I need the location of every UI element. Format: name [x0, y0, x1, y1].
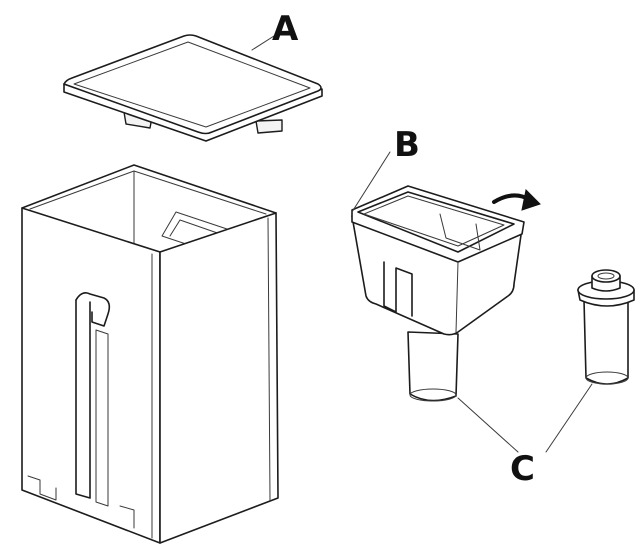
funnel-rim-top — [357, 191, 515, 253]
reservoir-slot-channel — [95, 329, 109, 507]
leader-line-b — [351, 151, 391, 213]
cartridge-body — [583, 299, 629, 385]
lid-top — [63, 34, 322, 135]
reservoir-foot-left — [27, 475, 57, 501]
reservoir-left-face — [21, 207, 161, 544]
reservoir-part — [21, 164, 279, 544]
funnel-part — [351, 185, 541, 402]
callout-label-c: C — [510, 449, 535, 489]
lid-inset — [73, 41, 311, 128]
funnel-inner-notch — [439, 213, 481, 251]
reservoir-back-rim-inner — [29, 170, 267, 215]
leader-line-c-right — [545, 383, 593, 453]
reservoir-rib-2 — [267, 217, 271, 501]
funnel-front-slot — [383, 261, 413, 317]
callout-label-a: A — [272, 9, 299, 49]
lid-part — [63, 34, 323, 142]
cartridge-neck-top — [591, 269, 621, 283]
funnel-spout — [407, 331, 459, 402]
reservoir-right-face — [159, 212, 279, 544]
reservoir-slot-inner — [169, 219, 227, 237]
reservoir-back-rim — [21, 164, 277, 214]
funnel-spout-bottom — [409, 388, 457, 402]
leader-line-c-left — [457, 397, 519, 453]
callout-label-b: B — [394, 125, 420, 165]
cartridge-opening — [597, 272, 615, 280]
funnel-rim-inner — [363, 195, 505, 247]
rotate-arrowhead-icon — [521, 188, 541, 211]
lid-tab-right — [255, 119, 283, 134]
reservoir-foot-mid — [119, 505, 135, 529]
leader-line-a — [251, 35, 275, 51]
reservoir-front-slot — [75, 299, 91, 499]
cartridge-part — [577, 269, 635, 385]
cartridge-bottom — [585, 371, 629, 385]
leader-lines — [251, 35, 593, 453]
reservoir-keyhole — [75, 292, 111, 327]
funnel-front-edge — [455, 261, 459, 333]
